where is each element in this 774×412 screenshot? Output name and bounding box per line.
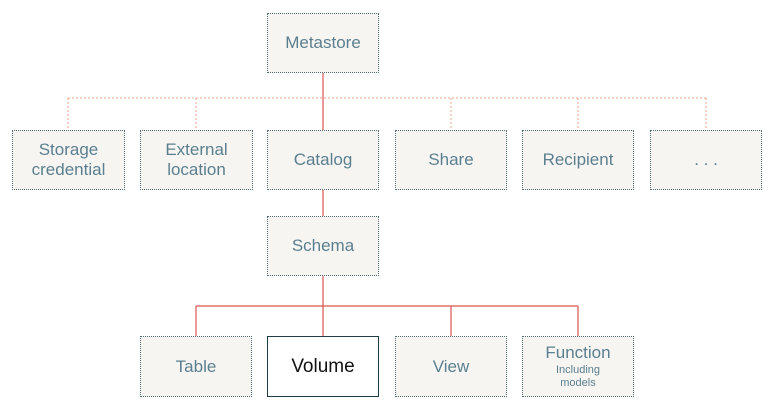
solid-connectors (195, 73, 579, 336)
catalog-label: Catalog (293, 150, 353, 169)
schema-node[interactable]: Schema (267, 216, 379, 276)
table-node[interactable]: Table (140, 336, 252, 397)
more-label: . . . (694, 150, 718, 169)
share-label: Share (428, 150, 474, 169)
schema-label: Schema (291, 236, 355, 255)
recipient-label: Recipient (542, 150, 614, 169)
volume-label: Volume (291, 355, 355, 377)
external-location-node[interactable]: External location (140, 130, 253, 190)
metastore-node[interactable]: Metastore (267, 13, 379, 73)
share-node[interactable]: Share (395, 130, 507, 190)
view-node[interactable]: View (395, 336, 507, 397)
more-node[interactable]: . . . (650, 130, 762, 190)
function-sublabel: Including models (555, 364, 601, 389)
catalog-node[interactable]: Catalog (267, 130, 379, 190)
metastore-label: Metastore (285, 33, 361, 52)
table-label: Table (175, 356, 217, 376)
storage-credential-label: Storage credential (31, 140, 106, 179)
dotted-connectors (67, 97, 707, 130)
function-node[interactable]: Function Including models (522, 336, 634, 397)
storage-credential-node[interactable]: Storage credential (12, 130, 125, 190)
view-label: View (432, 356, 470, 376)
function-label: Function (545, 343, 611, 362)
volume-node[interactable]: Volume (267, 336, 379, 397)
recipient-node[interactable]: Recipient (522, 130, 634, 190)
external-location-label: External location (165, 140, 228, 179)
